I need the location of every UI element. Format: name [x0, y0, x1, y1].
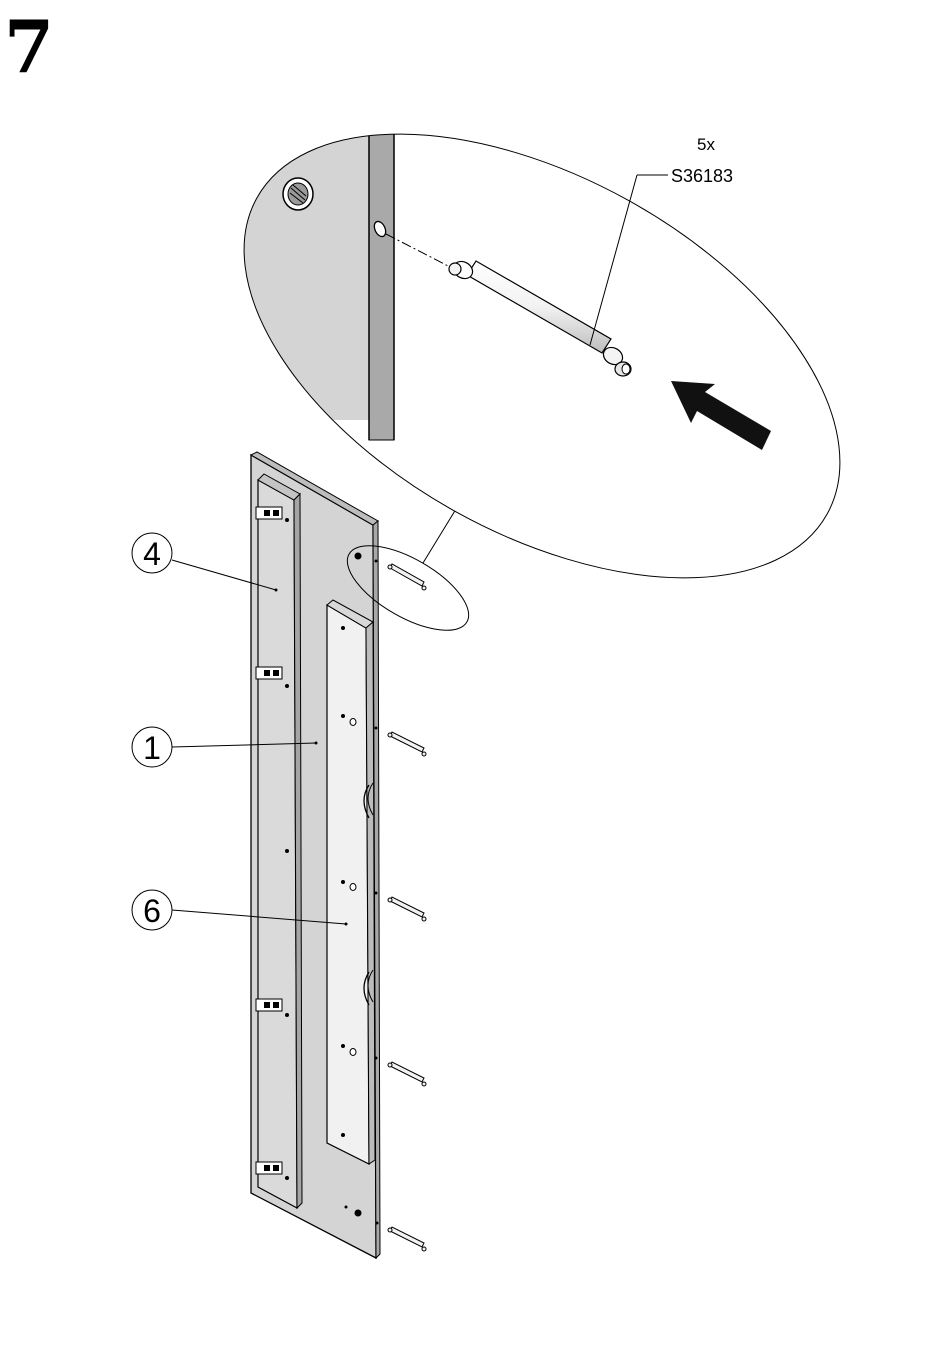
zoom-panel-face [150, 100, 369, 420]
hinge-icon [256, 999, 282, 1011]
part-code: S36183 [671, 166, 733, 186]
dowel-icon [388, 564, 426, 1251]
hinge-icon [256, 507, 282, 519]
callout-1-label: 1 [143, 730, 161, 766]
hinge-icon [256, 667, 282, 679]
cam-lock-icon [283, 178, 313, 210]
hinge-icon [256, 1162, 282, 1174]
zoom-panel-edge [369, 100, 394, 440]
side-panel-assembly [251, 452, 481, 1258]
panel-6-face [327, 605, 369, 1164]
callout-4-label: 4 [143, 536, 161, 572]
panel-4-strip [258, 480, 297, 1208]
callout-6-label: 6 [143, 893, 161, 929]
part-quantity: 5x [697, 135, 715, 154]
step-number: 7 [4, 4, 54, 89]
